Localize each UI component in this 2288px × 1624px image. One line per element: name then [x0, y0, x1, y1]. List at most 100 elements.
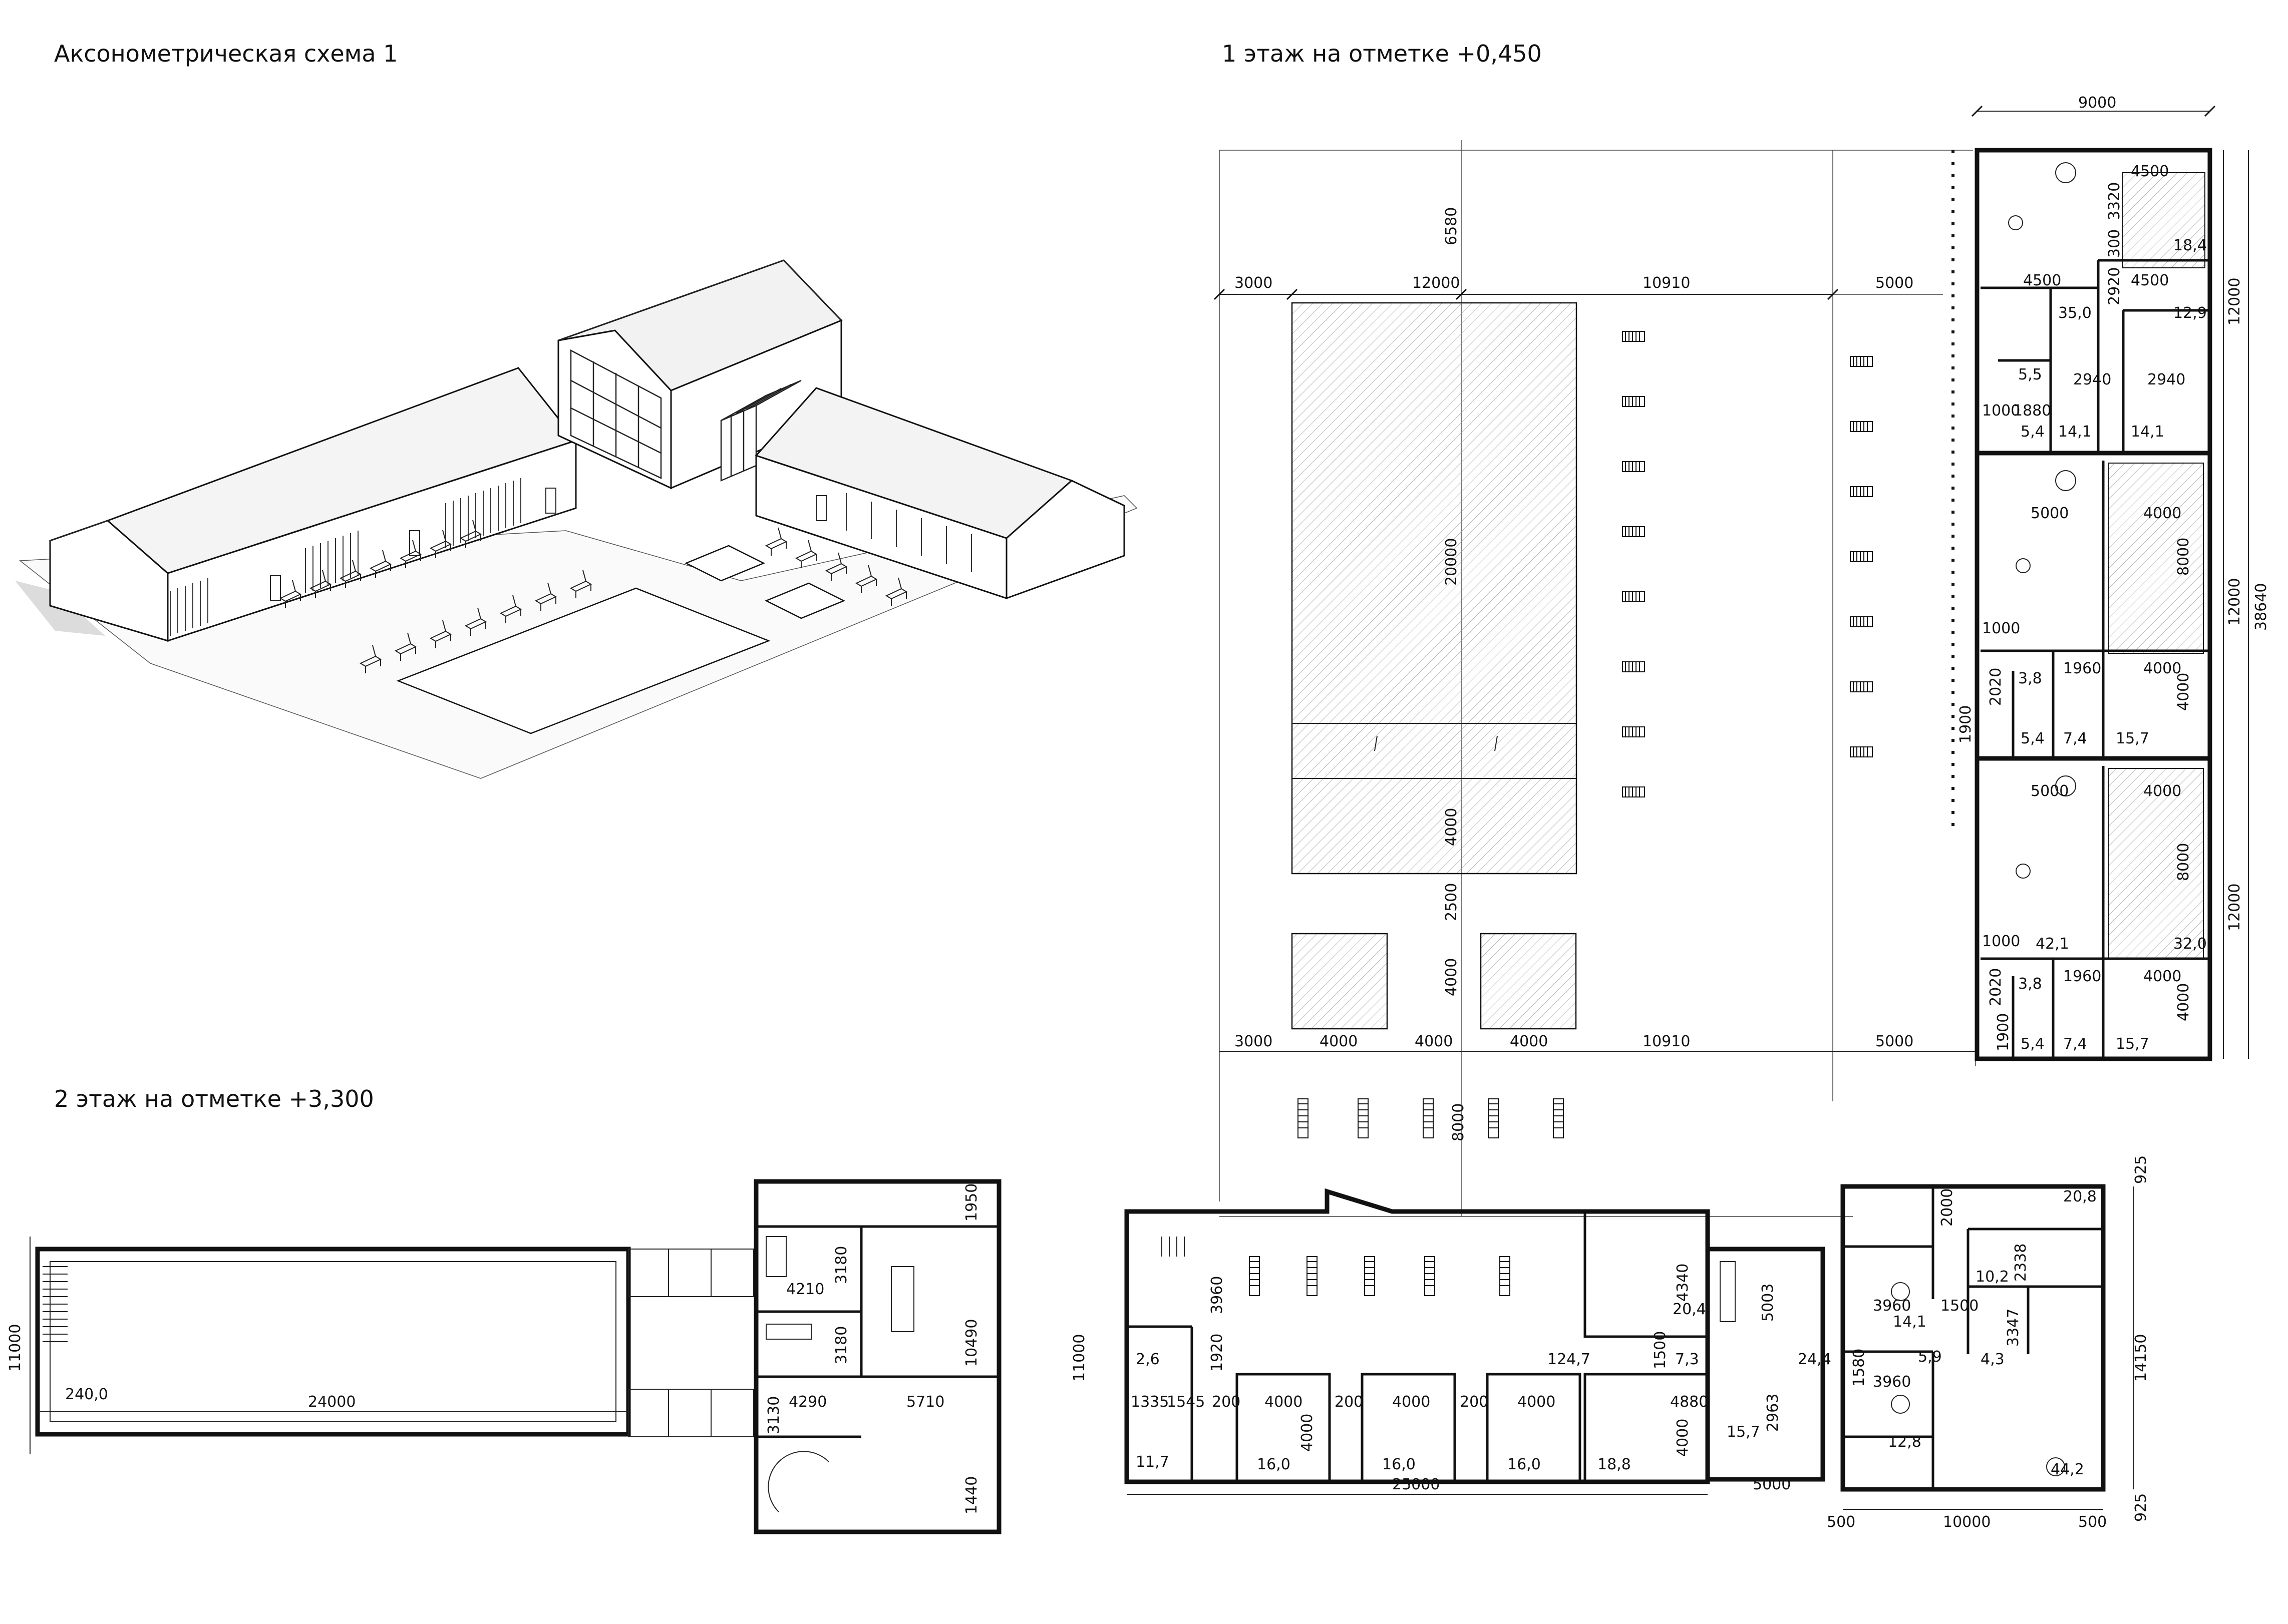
pav-b-dim-1: 4000 [2143, 505, 2181, 522]
rb-dim-1: 925 [2132, 1155, 2150, 1184]
pav-a-dim-9: 300 [2106, 229, 2123, 258]
floor1-site-plan: 3000 12000 10910 5000 3000 4000 4000 400… [1213, 140, 1976, 1217]
axo-jacuzzi-1 [684, 545, 766, 582]
main-area-0: 2,6 [1136, 1351, 1160, 1368]
main-dim-3: 1545 [1167, 1393, 1205, 1411]
pav-a-area-1: 35,0 [2058, 304, 2092, 322]
site-vertical-dimensions: 6580 20000 4000 2500 4000 8000 [1443, 207, 1467, 1141]
pav-b-area-3: 15,7 [2116, 730, 2149, 747]
main-area-3: 16,0 [1382, 1456, 1416, 1473]
pav-a-area-5: 14,1 [2058, 423, 2092, 441]
rb-dim-8: 1500 [1940, 1297, 1979, 1315]
pav-c-dim-8: 1900 [1995, 1013, 2012, 1051]
main-dim-7: 4000 [1392, 1393, 1430, 1411]
pav-b-dim-6: 4000 [2143, 660, 2181, 677]
pav-c-dim-1: 4000 [2143, 782, 2181, 800]
pav-b-dim-7: 4000 [2175, 673, 2192, 711]
rb-area-4: 4,3 [1981, 1351, 2005, 1368]
main-area-9: 15,7 [1727, 1423, 1760, 1441]
floor2-length-dim: 24000 [308, 1393, 356, 1411]
pav-b-area-1: 5,4 [2021, 730, 2045, 747]
pavilion-width-dim: 9000 [2078, 94, 2116, 112]
pav-c-dim-4: 2020 [1987, 968, 2005, 1006]
rb-area-6: 44,2 [2051, 1461, 2084, 1478]
rb-dim-5: 10000 [1943, 1513, 1991, 1531]
axo-right-wing-end [1006, 480, 1125, 600]
pav-c-area-2: 3,8 [2018, 975, 2042, 993]
site-dim-v-2: 4000 [1443, 808, 1460, 846]
rb-dim-12: 3347 [2005, 1309, 2022, 1347]
main-area-5: 18,8 [1597, 1456, 1631, 1473]
pavilion-overall-height: 38640 [2252, 583, 2270, 631]
main-dim-18: 5000 [1753, 1476, 1791, 1493]
pav-a-dim-1: 3320 [2106, 182, 2123, 220]
main-dim-9: 4000 [1517, 1393, 1555, 1411]
pav-b-dim-3: 1000 [1982, 620, 2020, 637]
main-dim-15: 5003 [1759, 1284, 1777, 1322]
rb-area-1: 10,2 [1976, 1268, 2009, 1286]
title-axonometric: Аксонометрическая схема 1 [54, 40, 398, 67]
pav-a-area-3: 5,5 [2018, 366, 2042, 383]
site-dim-bottom-0: 3000 [1234, 1033, 1272, 1050]
site-dim-bottom-5: 5000 [1875, 1033, 1913, 1050]
jacuzzi-right [1480, 933, 1577, 1030]
axo-jacuzzi-2 [764, 582, 846, 619]
right-block-plan: 2000 925 14150 925 500 10000 500 3960 15… [1827, 1155, 2150, 1531]
main-area-4: 16,0 [1507, 1456, 1541, 1473]
main-dim-16: 2963 [1764, 1394, 1782, 1432]
site-dim-v-1: 20000 [1443, 538, 1460, 586]
floor2-stair-dim-7: 10490 [963, 1319, 980, 1367]
pav-c-dim-0: 5000 [2031, 782, 2069, 800]
main-dim-5: 4000 [1264, 1393, 1302, 1411]
rb-dim-6: 500 [2078, 1513, 2107, 1531]
rb-area-2: 14,1 [1893, 1313, 1926, 1331]
pav-b-dim-5: 1960 [2063, 660, 2101, 677]
rb-dim-7: 3960 [1873, 1297, 1911, 1315]
pav-c-area-5: 15,7 [2116, 1035, 2149, 1053]
pav-c-dim-5: 1960 [2063, 968, 2101, 985]
main-area-2: 16,0 [1257, 1456, 1290, 1473]
pav-c-area-4: 7,4 [2063, 1035, 2087, 1053]
pav-a-area-6: 14,1 [2131, 423, 2164, 441]
floor2-main-hall [35, 1247, 631, 1437]
pav-a-dim-4: 2920 [2106, 267, 2123, 305]
axonometric-view [15, 259, 1138, 779]
main-dim-2: 1335 [1131, 1393, 1169, 1411]
pav-a-area-2: 12,9 [2173, 304, 2207, 322]
pav-a-dim-8: 1000 [1982, 402, 2020, 420]
floor2-stair-dim-1: 3180 [833, 1246, 850, 1284]
pav-c-dim-3: 1000 [1982, 933, 2020, 950]
pav-b-dim-0: 5000 [2031, 505, 2069, 522]
main-dim-12: 1500 [1652, 1331, 1669, 1369]
main-dim-0: 3960 [1208, 1276, 1226, 1314]
rb-dim-9: 2338 [2012, 1244, 2030, 1282]
site-dim-v-5: 8000 [1450, 1103, 1467, 1141]
pavilion-module-dim-2: 12000 [2226, 884, 2243, 931]
main-dim-4: 200 [1212, 1393, 1240, 1411]
floor2-area-main: 240,0 [65, 1386, 108, 1403]
site-dim-top-2: 10910 [1643, 274, 1690, 292]
main-dim-19: 11000 [1071, 1334, 1088, 1382]
title-floor1: 1 этаж на отметке +0,450 [1222, 40, 1542, 67]
axo-glass-link [720, 379, 802, 482]
main-area-1: 11,7 [1136, 1453, 1169, 1471]
floor2-stair-dim-3: 3180 [833, 1326, 850, 1364]
pav-c-area-0: 42,1 [2036, 935, 2069, 953]
main-dim-14: 4880 [1670, 1393, 1708, 1411]
floor2-stair-dim-4: 4290 [789, 1393, 827, 1411]
floor2-height-dim: 11000 [7, 1324, 24, 1372]
site-dim-bottom-1: 4000 [1320, 1033, 1358, 1050]
site-dim-v-3: 2500 [1443, 883, 1460, 921]
title-floor2: 2 этаж на отметке +3,300 [54, 1085, 374, 1112]
pav-c-area-1: 32,0 [2173, 935, 2207, 953]
pavilion-outline [1975, 148, 2212, 1061]
site-dim-top-0: 3000 [1234, 274, 1272, 292]
floor2-stair-dim-2: 4210 [786, 1281, 824, 1298]
pavilion-module-dim-1: 12000 [2226, 578, 2243, 626]
rb-area-0: 20,8 [2063, 1188, 2097, 1205]
site-dim-top-1: 12000 [1412, 274, 1460, 292]
floor2-stair-dim-5: 3130 [765, 1396, 783, 1434]
site-bottom-dimensions: 3000 4000 4000 4000 10910 5000 [1219, 1033, 1976, 1052]
pav-a-dim-2: 4500 [2023, 272, 2061, 289]
